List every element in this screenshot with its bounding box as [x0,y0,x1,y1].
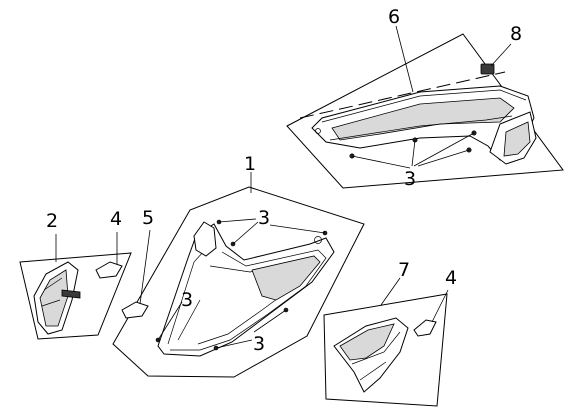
group-6-upper-cover: 6 8 3 [286,6,564,190]
group-2-left-panel: 2 4 [19,208,132,340]
upper-cover-inner-panel [331,97,515,141]
leader-3-top [218,218,326,245]
leader-7 [380,277,401,306]
group-7-right-panel: 7 4 [323,259,457,407]
leader-8 [490,43,512,67]
callout-4-left: 4 [110,208,122,230]
leader-5 [139,229,151,305]
group-1-boundary [112,186,365,378]
right-lamp-lens [339,323,395,361]
group-7-boundary [323,293,448,407]
group-2-boundary [19,252,132,340]
callout-8: 8 [510,23,522,45]
callout-4-right: 4 [445,267,457,289]
leader-6 [395,25,414,93]
left-lamp-edge [41,277,63,307]
upper-cover-lower-edge [329,115,513,141]
leader-4-right [431,289,449,323]
upper-cover-mount-hole [315,128,321,134]
group-1-side-cover: 1 3 3 3 5 [112,153,365,378]
clip-part-4-left [95,261,123,279]
clip-part-4-right [413,319,437,337]
clip-part-8 [480,63,495,75]
leader-3-left [157,301,183,341]
left-lamp-stem [61,289,81,299]
upper-cover-top-edge [321,89,527,123]
clip-part-5 [121,301,149,319]
callout-3-upper: 3 [404,168,416,190]
callout-2: 2 [46,210,58,232]
callout-7: 7 [398,259,410,281]
upper-cover-tail-lens [503,121,531,157]
side-cover-mount-hole [314,236,322,244]
callout-6: 6 [388,6,400,28]
leader-3-bottom [215,309,287,349]
leader-3-upper [351,132,475,169]
side-cover-trim [251,255,321,301]
group-6-centerline [299,71,506,119]
callout-5: 5 [142,207,154,229]
callout-3-bottom: 3 [253,333,265,355]
right-lamp-edge [351,331,401,381]
callout-3-left: 3 [181,289,193,311]
group-6-boundary [286,33,564,189]
callout-3-top: 3 [258,207,270,229]
side-cover-bracket [193,221,217,257]
callout-1: 1 [244,153,256,175]
